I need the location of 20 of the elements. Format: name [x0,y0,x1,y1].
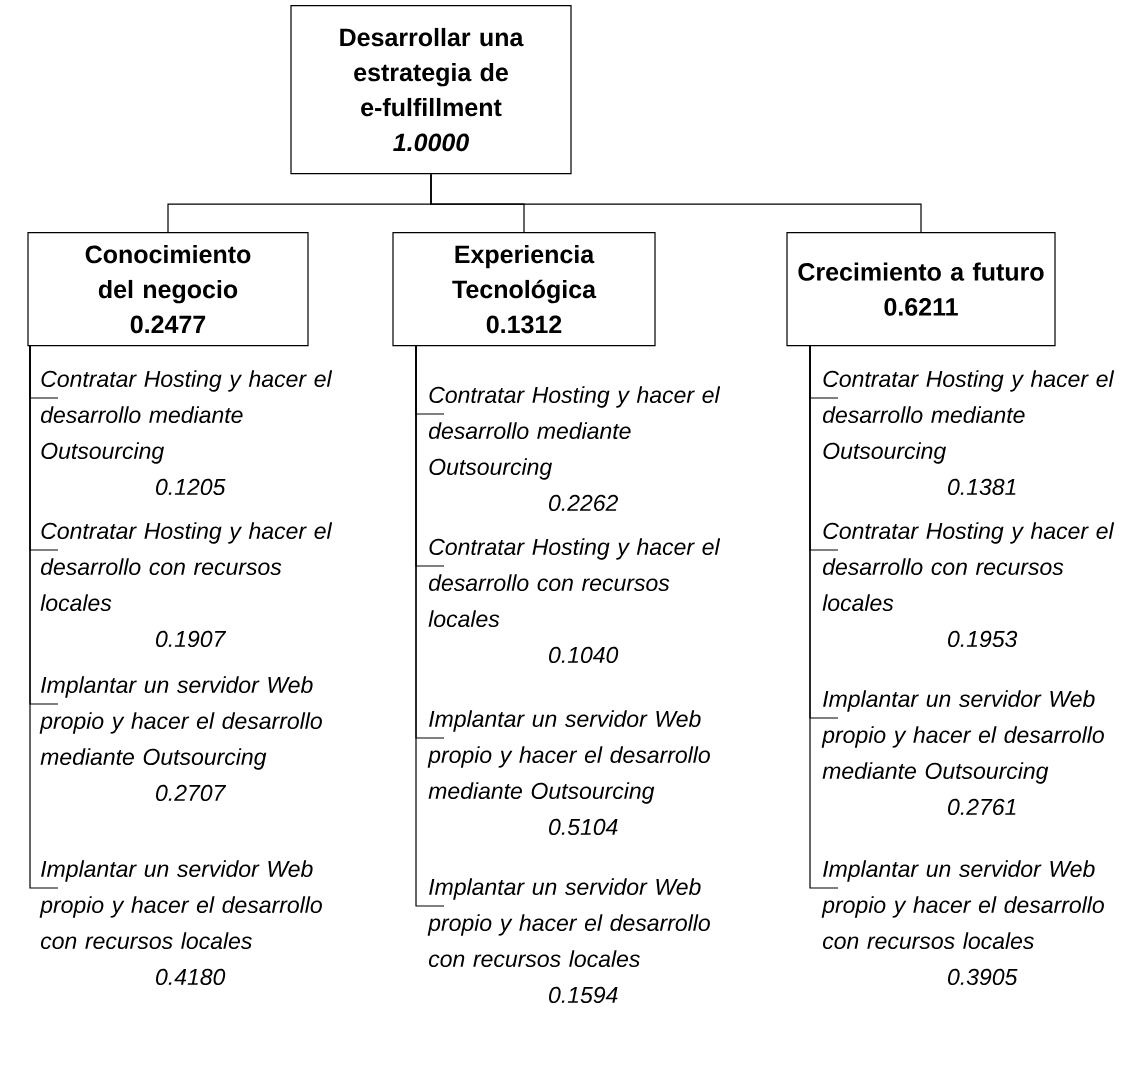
option-text: Implantar un servidor Web propio y hacer el desarrollo con recursos locales 0.4180 [39,860,322,986]
option-text: Implantar un servidor Web propio y hacer el desarrollo mediante Outsourcing 0.5104 [427,710,710,836]
option-text: Implantar un servidor Web propio y hacer el desarrollo con recursos locales 0.1594 [427,878,710,1004]
connector [809,344,839,889]
option-text: Implantar un servidor Web propio y hacer el desarrollo mediante Outsourcing 0.2761 [821,690,1104,816]
option-text: Implantar un servidor Web propio y hacer el desarrollo mediante Outsourcing 0.2707 [39,676,322,802]
option-text: Contratar Hosting y hacer el desarrollo mediante Outsourcing 0.2262 [429,386,721,512]
criterion-box: Experiencia Tecnológica 0.1312 [392,232,656,347]
option-text: Contratar Hosting y hacer el desarrollo con recursos locales 0.1040 [428,538,721,664]
option-text: Contratar Hosting y hacer el desarrollo con recursos locales 0.1953 [822,522,1115,648]
option-text: Contratar Hosting y hacer el desarrollo con recursos locales 0.1907 [40,522,333,648]
connector [415,344,445,907]
criterion-box: Crecimiento a futuro 0.6211 [786,232,1056,347]
option-text: Implantar un servidor Web propio y hacer el desarrollo con recursos locales 0.3905 [821,860,1104,986]
connector [29,344,59,889]
option-text: Contratar Hosting y hacer el desarrollo mediante Outsourcing 0.1205 [41,370,333,496]
option-text: Contratar Hosting y hacer el desarrollo mediante Outsourcing 0.1381 [823,370,1115,496]
criterion-box: Conocimiento del negocio 0.2477 [27,232,309,347]
connector [430,173,922,233]
goal-box: Desarrollar una estrategia de e-fulfillment 1.0000 [290,5,572,175]
